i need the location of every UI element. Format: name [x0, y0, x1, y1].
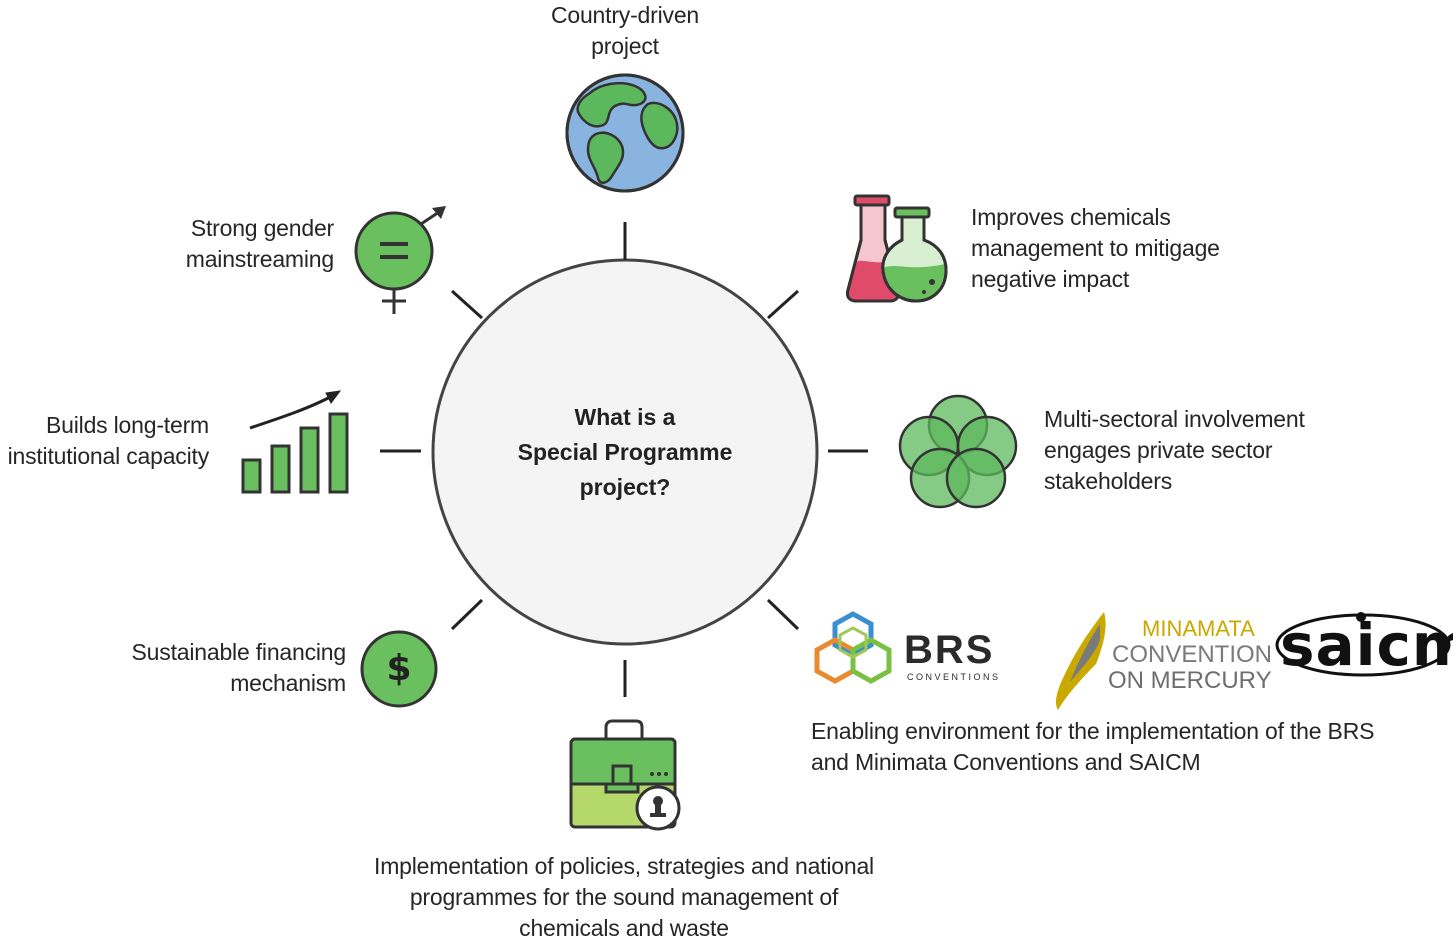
- brs-logo-name: BRS: [904, 628, 995, 672]
- label-line: programmes for the sound management of: [409, 884, 839, 910]
- label-line: chemicals and waste: [519, 915, 729, 941]
- hub-line: Special Programme: [517, 439, 733, 465]
- brs-logo-sub: CONVENTIONS: [907, 672, 1001, 682]
- label-line: Country-driven: [550, 2, 700, 28]
- overlapping-circles-icon: [898, 394, 1018, 509]
- label-line: Enabling environment for the implementat…: [811, 718, 1375, 744]
- label-financing: Sustainable financing mechanism: [46, 637, 347, 699]
- label-implementation: Implementation of policies, strategies a…: [324, 851, 924, 944]
- dollar-sign: $: [386, 648, 412, 689]
- minamata-line2: CONVENTION: [1112, 641, 1273, 668]
- hub-line: project?: [579, 474, 671, 500]
- growth-chart-icon: [241, 390, 349, 494]
- flasks-icon: [846, 194, 948, 303]
- label-line: and Minimata Conventions and SAICM: [811, 749, 1201, 775]
- label-line: Sustainable financing: [131, 639, 347, 665]
- hub-title: What is a Special Programme project?: [440, 400, 810, 505]
- label-chemicals: Improves chemicals management to mitigag…: [971, 202, 1271, 295]
- saicm-logo: [1275, 612, 1451, 677]
- spoke-top-left: [450, 289, 484, 320]
- spoke-bottom-right: [766, 598, 800, 631]
- label-line: stakeholders: [1044, 468, 1173, 494]
- label-line: Improves chemicals: [971, 204, 1171, 230]
- minamata-line1: MINAMATA: [1142, 616, 1255, 641]
- label-line: Strong gender: [190, 215, 334, 241]
- label-line: mechanism: [230, 670, 346, 696]
- label-multisectoral: Multi-sectoral involvement engages priva…: [1044, 404, 1344, 497]
- label-line: Builds long-term: [46, 412, 209, 438]
- briefcase-icon: [569, 719, 681, 831]
- minamata-logo: [1056, 612, 1106, 710]
- label-line: engages private sector: [1044, 437, 1273, 463]
- label-line: institutional capacity: [7, 443, 210, 469]
- label-gender: Strong gender mainstreaming: [34, 213, 334, 275]
- saicm-logo-name: saicm: [1280, 611, 1453, 679]
- globe-icon: [565, 73, 685, 193]
- label-line: management to mitigage: [971, 235, 1220, 261]
- label-line: negative impact: [971, 266, 1130, 292]
- label-line: Implementation of policies, strategies a…: [374, 853, 874, 879]
- dollar-icon: [360, 630, 438, 708]
- label-line: project: [591, 33, 659, 59]
- label-enabling-environment: Enabling environment for the implementat…: [811, 716, 1411, 778]
- minamata-line3: ON MERCURY: [1108, 667, 1272, 694]
- spoke-bottom-left: [450, 598, 484, 631]
- label-capacity: Builds long-term institutional capacity: [0, 410, 210, 472]
- hub-line: What is a: [574, 404, 676, 430]
- gender-equality-icon: [354, 206, 446, 314]
- brs-logo: [814, 611, 892, 684]
- label-line: mainstreaming: [185, 246, 334, 272]
- spoke-top-right: [766, 289, 800, 320]
- label-country-driven: Country-driven project: [475, 0, 775, 62]
- label-line: Multi-sectoral involvement: [1044, 406, 1305, 432]
